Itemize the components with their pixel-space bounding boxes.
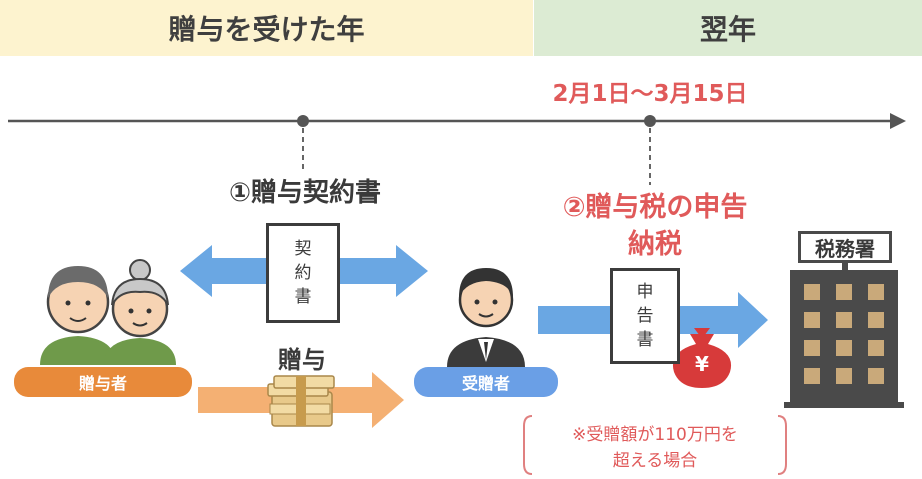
- receiver-badge: 受贈者: [414, 367, 558, 397]
- tax-office-label: 税務署: [815, 236, 875, 261]
- contract-doc-char-3: 書: [294, 287, 312, 307]
- tax-office-building-icon: [784, 270, 904, 408]
- timeline-marker-tax: [644, 115, 656, 127]
- note-bracket: [523, 415, 787, 475]
- return-doc-char-1: 申: [636, 282, 654, 302]
- receiver-badge-label: 受贈者: [461, 374, 510, 393]
- giver-badge-label: 贈与者: [78, 374, 127, 393]
- money-bag-icon: [672, 328, 732, 388]
- return-doc-char-3: 書: [636, 330, 654, 350]
- contract-doc-char-1: 契: [294, 239, 312, 259]
- header-next-year: 翌年: [534, 0, 922, 56]
- note-line-1: ※受贈額が110万円を: [572, 425, 738, 445]
- period-label: 2月1日～3月15日: [552, 81, 748, 107]
- header-gift-year-label: 贈与を受けた年: [168, 13, 365, 46]
- step-contract-label: ①贈与契約書: [228, 178, 381, 208]
- tax-return-document: 申 告 書: [610, 268, 680, 364]
- timeline-marker-contract: [297, 115, 309, 127]
- gift-label: 贈与: [278, 346, 326, 374]
- step-tax-label-line2: 納税: [628, 229, 682, 260]
- money-stack-icon: [267, 375, 335, 427]
- contract-doc-char-2: 約: [294, 263, 312, 283]
- giver-badge: 贈与者: [14, 367, 192, 397]
- return-doc-char-2: 告: [636, 306, 654, 326]
- note-line-2: 超える場合: [612, 451, 698, 471]
- receiver-avatar: [447, 268, 525, 367]
- grandfather-avatar: [40, 266, 116, 365]
- tax-office-sign: 税務署: [798, 231, 892, 263]
- grandmother-avatar: [104, 259, 176, 365]
- timeline-arrowhead: [890, 113, 906, 129]
- contract-document: 契 約 書: [266, 223, 340, 323]
- tax-office-sign-post: [842, 262, 848, 272]
- header-next-year-label: 翌年: [699, 13, 756, 46]
- header-gift-year: 贈与を受けた年: [0, 0, 533, 56]
- step-tax-label-line1: ②贈与税の申告: [562, 192, 748, 223]
- yen-symbol: ¥: [695, 352, 709, 376]
